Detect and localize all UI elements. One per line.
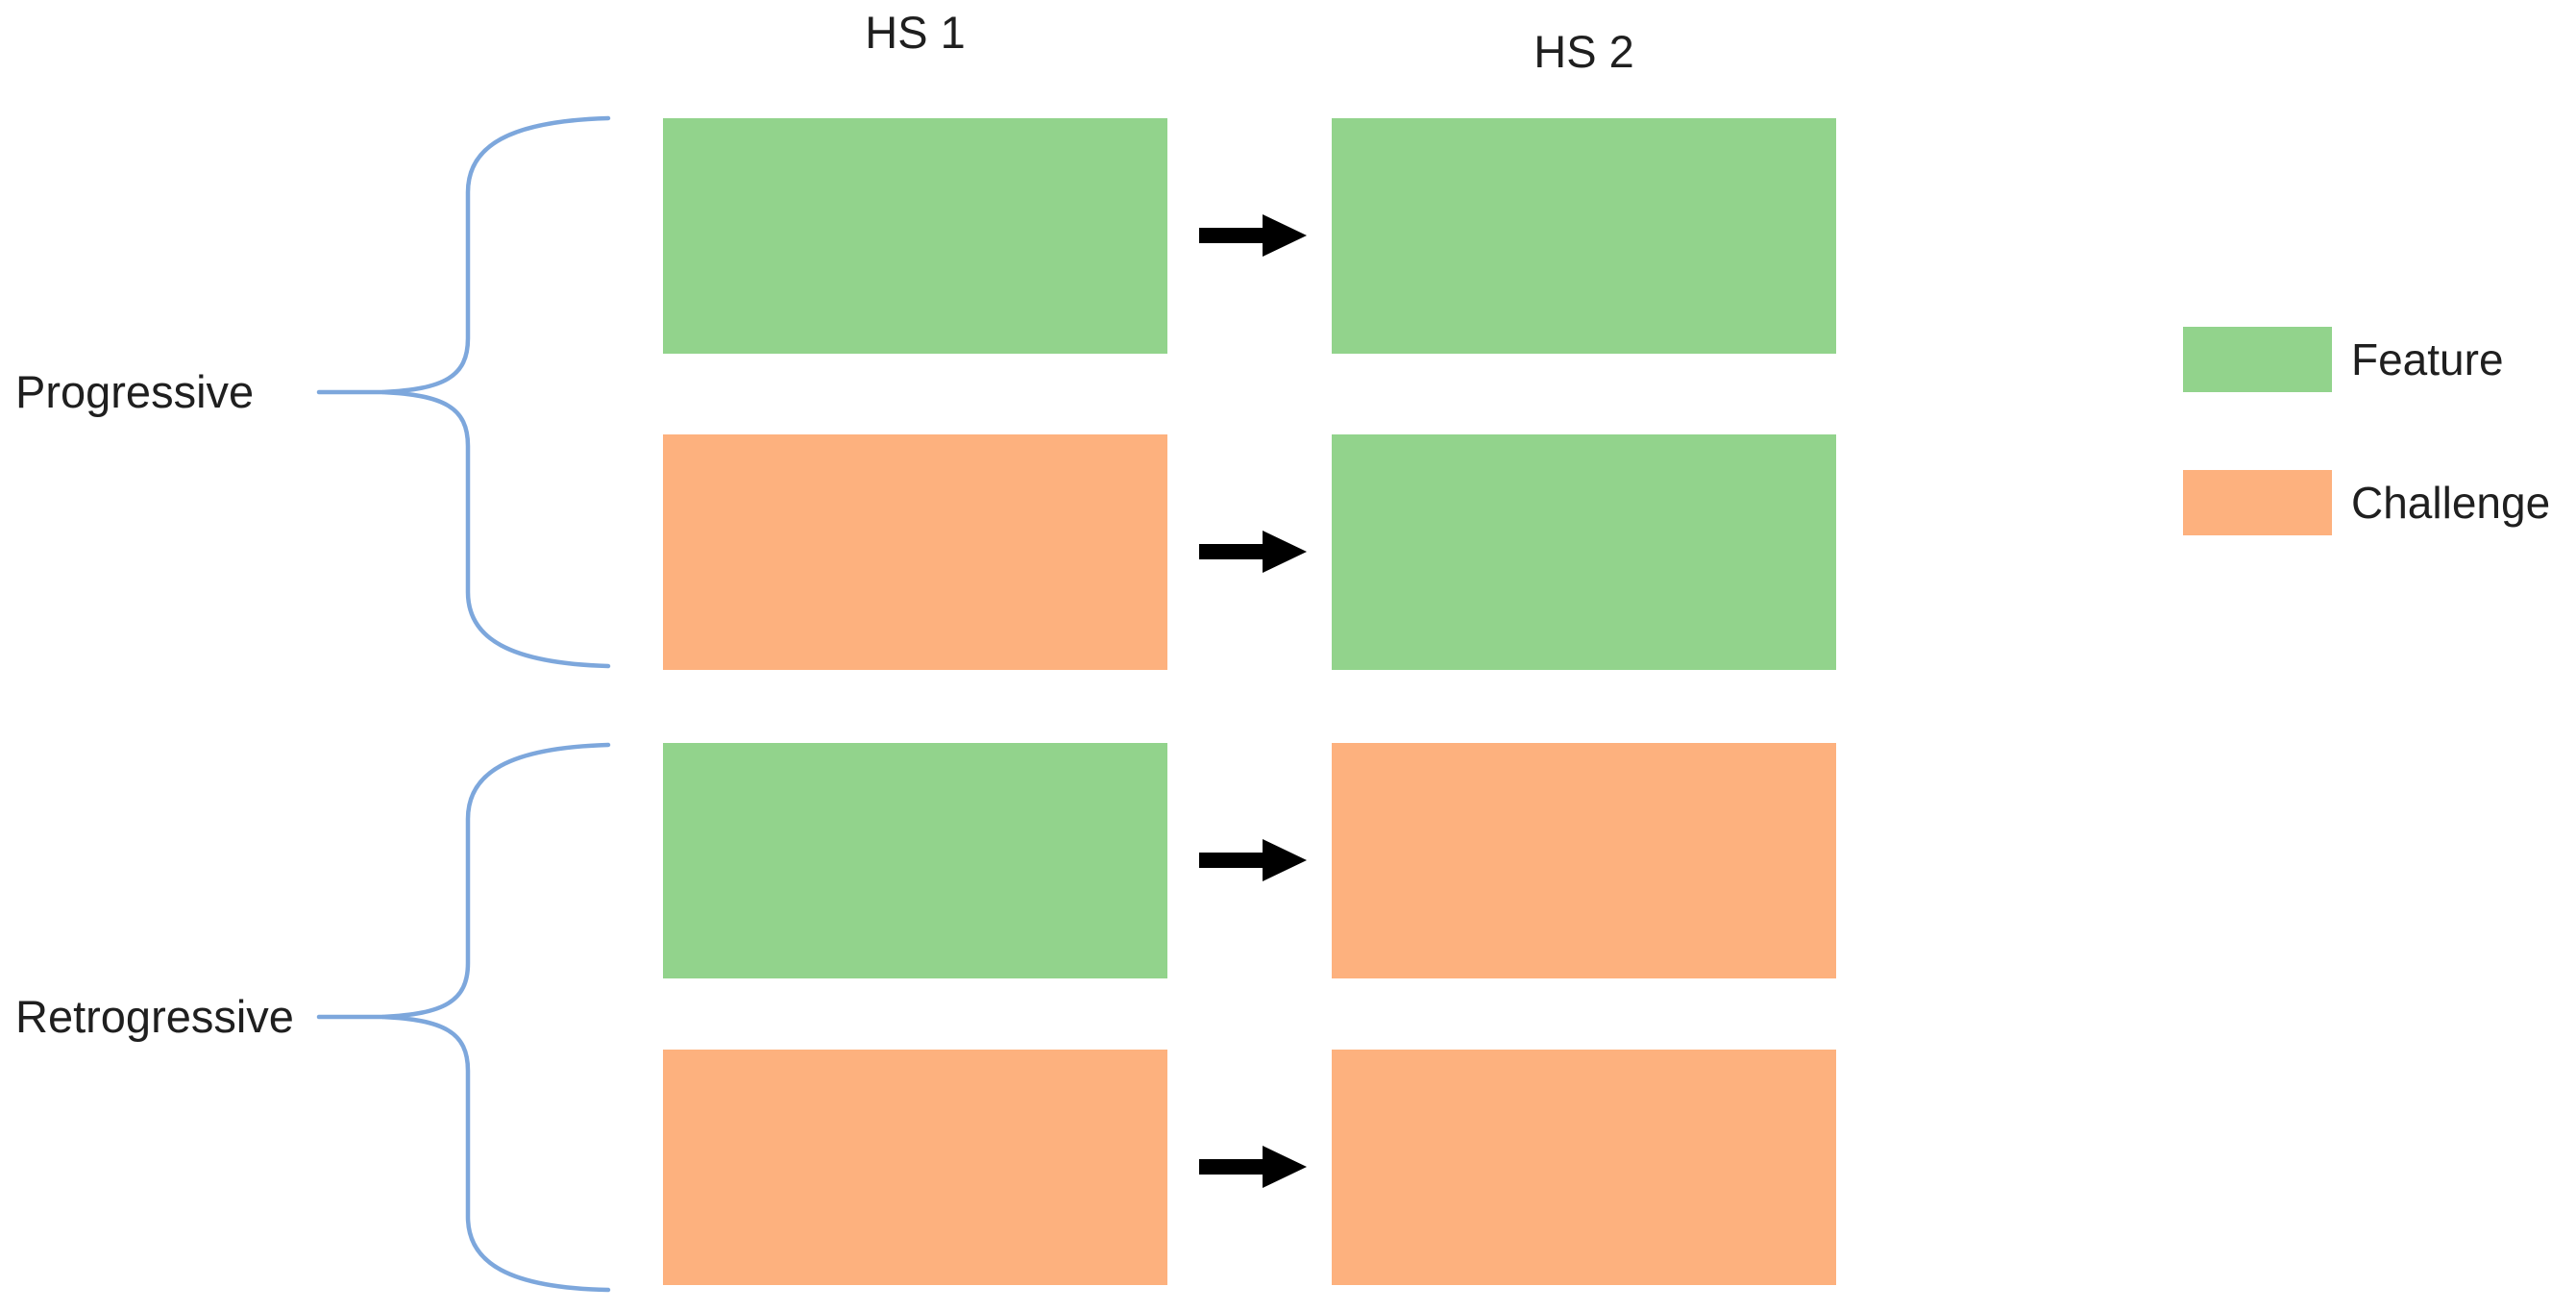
box-hs2	[1332, 434, 1836, 670]
arrow-right-icon	[1199, 839, 1307, 881]
box-hs1	[663, 1050, 1167, 1285]
column-header-hs1: HS 1	[865, 7, 966, 58]
box-hs1	[663, 434, 1167, 670]
group-label-progressive: Progressive	[15, 366, 255, 417]
box-hs2	[1332, 743, 1836, 978]
row-retrogressive-1	[0, 743, 2576, 978]
column-header-hs2: HS 2	[1533, 26, 1634, 77]
row-progressive-2	[0, 434, 2576, 670]
row-retrogressive-2	[0, 1050, 2576, 1285]
legend-swatch-challenge	[2183, 470, 2332, 535]
row-progressive-1	[0, 118, 2576, 354]
arrow-right-icon	[1199, 1146, 1307, 1188]
legend-label-challenge: Challenge	[2351, 478, 2551, 528]
legend-swatch-feature	[2183, 327, 2332, 392]
arrow-right-icon	[1199, 214, 1307, 257]
legend-label-feature: Feature	[2351, 334, 2504, 384]
box-hs1	[663, 743, 1167, 978]
arrow-right-icon	[1199, 531, 1307, 573]
group-label-retrogressive: Retrogressive	[15, 991, 294, 1042]
box-hs2	[1332, 118, 1836, 354]
box-hs1	[663, 118, 1167, 354]
box-hs2	[1332, 1050, 1836, 1285]
